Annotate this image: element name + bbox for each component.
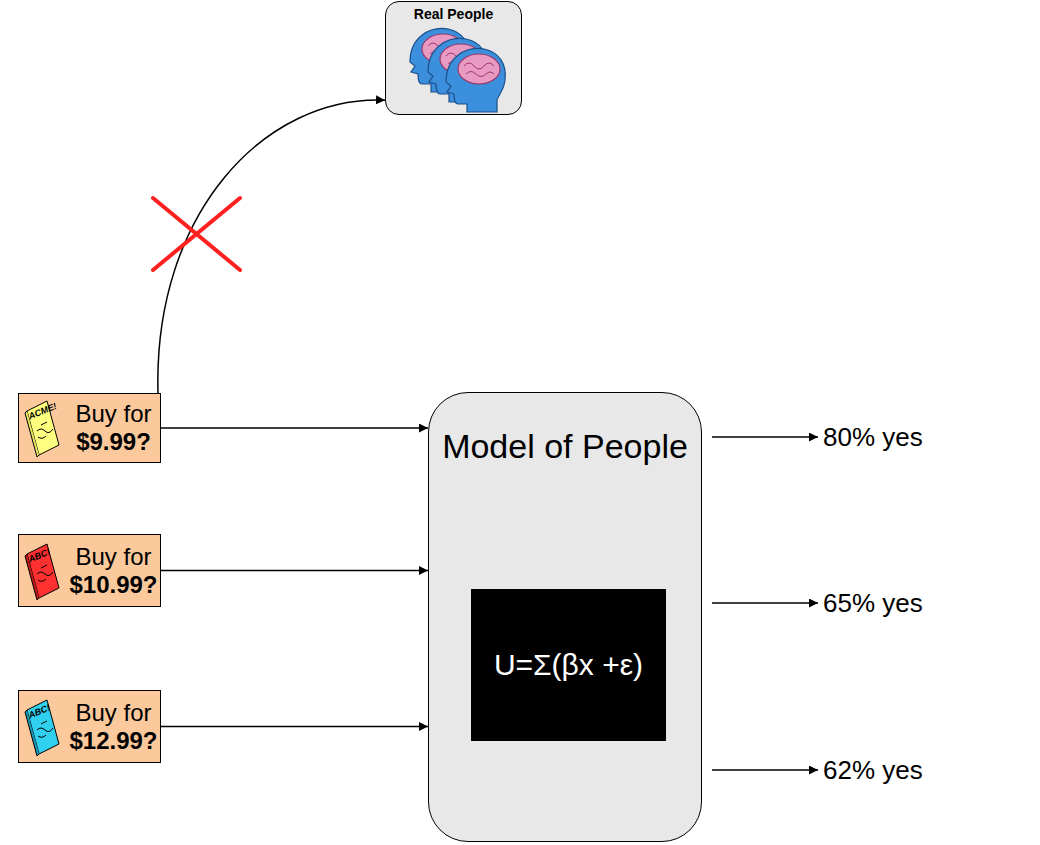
offer-box: Buy for $10.99? [18, 534, 161, 607]
red-cross [153, 198, 240, 270]
node-text: Model of People [442, 427, 688, 466]
offer-box: Buy for $9.99? [18, 393, 161, 463]
output-arrows [712, 437, 818, 770]
node-text: Buy for $10.99? [67, 543, 160, 599]
node-text: U=Σ(βx +ε) [494, 648, 643, 682]
node-text: Real People [414, 6, 493, 22]
heads-illustration [400, 22, 512, 114]
connector-arrow [161, 726, 428, 728]
offer-box: Buy for $12.99? [18, 690, 161, 763]
formula-box: U=Σ(βx +ε) [471, 589, 666, 741]
group-box: Real People [385, 1, 522, 115]
result-label: 62% yes [823, 755, 923, 786]
node-text: Buy for $9.99? [67, 400, 160, 456]
connector-arrow [161, 570, 428, 572]
result-label: 80% yes [823, 422, 923, 453]
result-label: 65% yes [823, 588, 923, 619]
connector-arrow [158, 100, 385, 393]
model-box: Model of PeopleU=Σ(βx +ε) [428, 392, 702, 842]
connector-arrow [161, 427, 428, 429]
node-text: Buy for $12.99? [67, 699, 160, 755]
